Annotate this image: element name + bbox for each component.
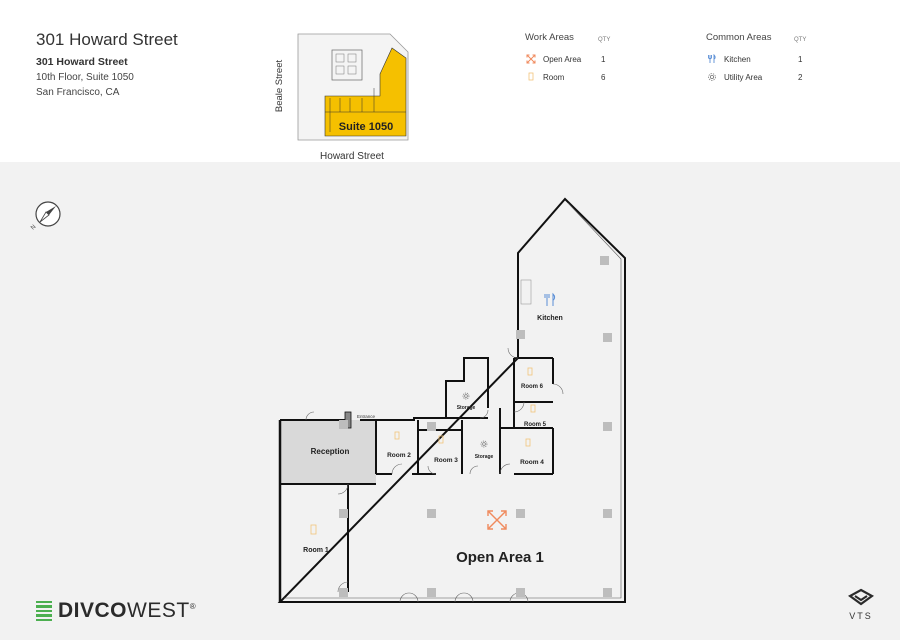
legend-item-kitchen[interactable]: Kitchen 1 [706, 53, 816, 65]
vts-mark-icon [847, 588, 875, 606]
room-label-storage-b: Storage [475, 454, 494, 460]
key-plan-suite-highlight [324, 47, 407, 137]
room-label-room6: Room 6 [521, 384, 544, 390]
vts-label: VTS [849, 611, 873, 621]
room-label-reception: Reception [311, 447, 350, 456]
legend-item-room[interactable]: Room 6 [525, 71, 625, 83]
room-label-room4: Room 4 [520, 459, 544, 466]
door-swings [305, 347, 564, 603]
header: 301 Howard Street 301 Howard Street 10th… [0, 0, 900, 162]
legend-work-areas-title: Work Areas [525, 32, 574, 43]
key-plan-street-bottom: Howard Street [320, 151, 384, 162]
legend-common-areas-title: Common Areas [706, 32, 772, 43]
logo-bars-icon [36, 600, 52, 622]
legend-item-open-area[interactable]: Open Area 1 [525, 53, 625, 65]
floor-plan: Entrance [277, 197, 626, 603]
legend-item-label: Room [543, 72, 565, 82]
legend-item-label: Utility Area [724, 72, 763, 82]
outer-wall [277, 197, 626, 603]
utility-icons [462, 392, 488, 448]
legend-item-label: Kitchen [724, 54, 751, 64]
building-name: 301 Howard Street [36, 56, 128, 68]
legend-item-qty: 6 [601, 72, 606, 82]
utility-area-icon [706, 71, 718, 83]
vts-logo: VTS [843, 588, 879, 622]
compass-north-label: N [30, 224, 37, 231]
room-label-kitchen: Kitchen [537, 315, 563, 322]
columns [339, 256, 612, 597]
interior-walls [280, 340, 554, 592]
room-label-room2: Room 2 [387, 452, 411, 459]
entrance-label: Entrance [357, 414, 376, 419]
room-icons [310, 367, 536, 535]
logo-word-bold: DIVCO [58, 599, 128, 622]
legend-item-qty: 1 [601, 54, 606, 64]
room-label-room3: Room 3 [434, 457, 458, 464]
legend-common-areas: Common Areas QTY Kitchen 1 Utility Area … [706, 32, 816, 92]
logo-registered-mark: ® [189, 602, 197, 611]
compass-icon: N [30, 201, 61, 231]
logo-word-light: WEST [127, 599, 190, 622]
key-plan: Beale Street Suite 1050 Howard Street [274, 33, 409, 162]
room-icon [525, 71, 537, 83]
legend-work-areas-qty-header: QTY [598, 37, 611, 43]
key-plan-core [331, 49, 363, 81]
room-label-open-area: Open Area 1 [456, 549, 544, 566]
legend-item-label: Open Area [543, 54, 582, 64]
kitchen-counter [520, 279, 532, 305]
legend-work-areas: Work Areas QTY Open Area 1 Room 6 [525, 32, 625, 92]
kitchen-plan-icon [544, 292, 556, 306]
legend-item-utility-area[interactable]: Utility Area 2 [706, 71, 816, 83]
kitchen-icon [706, 53, 718, 65]
key-plan-street-side: Beale Street [274, 60, 285, 113]
legend-common-areas-qty-header: QTY [794, 37, 807, 43]
floor-suite: 10th Floor, Suite 1050 [36, 72, 134, 83]
legend-item-qty: 2 [798, 72, 803, 82]
room-label-room1: Room 1 [303, 547, 329, 554]
room-label-storage-a: Storage [457, 405, 476, 411]
key-plan-suite-label: Suite 1050 [339, 121, 393, 133]
divcowest-logo: DIVCOWEST® [36, 599, 196, 623]
reception-area[interactable] [280, 420, 376, 484]
open-area-icon [525, 53, 537, 65]
room-label-room5: Room 5 [524, 422, 547, 428]
open-area-plan-icon [487, 510, 507, 530]
glazing-line [284, 202, 622, 599]
legend-item-qty: 1 [798, 54, 803, 64]
page-title: 301 Howard Street [36, 30, 178, 49]
city: San Francisco, CA [36, 87, 120, 98]
